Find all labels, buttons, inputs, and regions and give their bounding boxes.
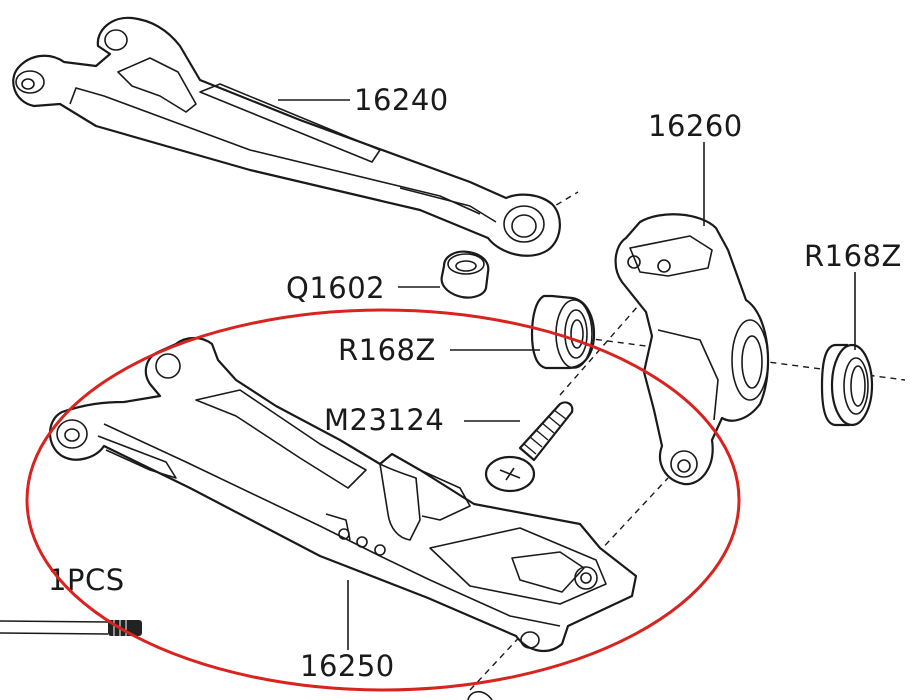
- upper-arm-part: [12, 16, 561, 257]
- small-screw-part: [0, 620, 142, 636]
- label-upper-arm: 16240: [354, 83, 449, 117]
- label-lower-arm: 16250: [300, 649, 395, 683]
- leader-lines: [278, 99, 856, 650]
- bearing-right-part: [820, 343, 874, 427]
- label-bushing: Q1602: [286, 271, 385, 305]
- label-bearing-left: R168Z: [338, 333, 436, 367]
- bearing-left-part: [530, 294, 596, 370]
- lower-arm-part: [48, 336, 638, 653]
- label-screw: M23124: [324, 403, 444, 437]
- bushing-part: [440, 250, 490, 299]
- screw-thread: [523, 409, 567, 455]
- partial-part-bottom: [467, 690, 493, 700]
- highlight-circle: [25, 308, 741, 692]
- steering-knuckle-part: [614, 213, 770, 486]
- label-bearing-right: R168Z: [804, 239, 902, 273]
- screw-part: [484, 401, 574, 493]
- label-knuckle: 16260: [648, 109, 743, 143]
